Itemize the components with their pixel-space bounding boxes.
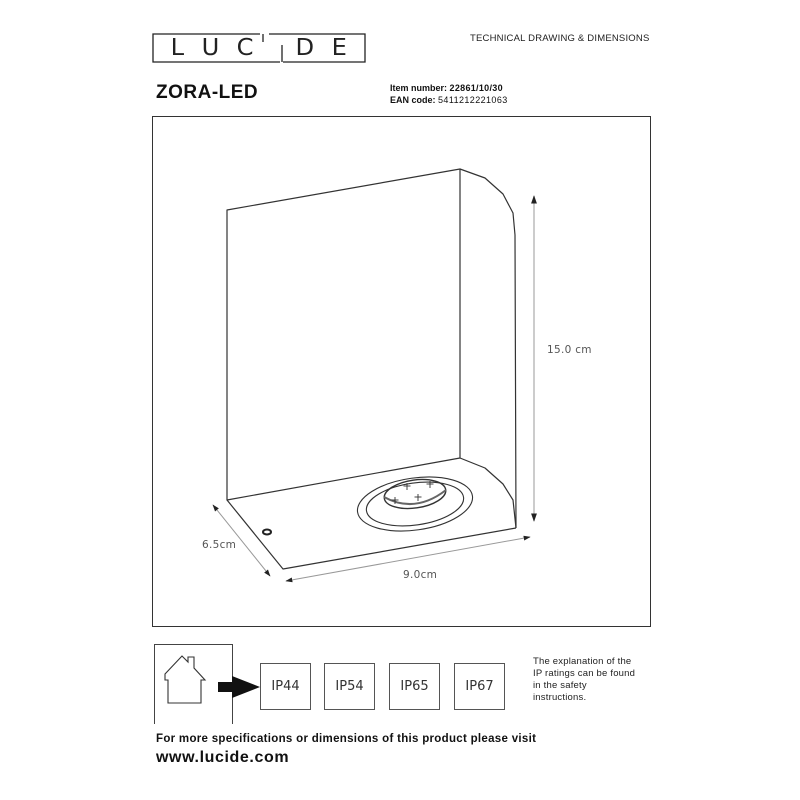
product-meta: Item number: 22861/10/30 EAN code: 54112… [390,82,508,106]
depth-dimension-label: 6.5cm [202,539,237,551]
item-number-label: Item number: [390,83,448,93]
item-number-row: Item number: 22861/10/30 [390,82,508,94]
note-line: The explanation of the [533,656,632,667]
house-icon [164,655,207,704]
footer-text: For more specifications or dimensions of… [156,733,537,745]
item-number-value: 22861/10/30 [449,83,503,93]
note-line: in the safety [533,680,587,691]
brand-logo: L U C i D E [152,33,366,63]
ip-rating-box: IP44 [260,663,311,710]
logo-letter: L [170,35,185,61]
height-dimension-label: 15.0 cm [547,344,592,356]
ean-label: EAN code: [390,95,436,105]
logo-frame [152,33,366,63]
product-name: ZORA-LED [156,82,259,103]
width-dimension-label: 9.0cm [403,569,438,581]
note-line: instructions. [533,692,587,703]
logo-letter: E [331,35,348,61]
logo-letter: U [201,35,220,61]
arrow-right-icon [218,676,260,698]
logo-letters: L U C i D E [152,33,366,63]
ean-row: EAN code: 5411212221063 [390,94,508,106]
ip-rating-box: IP67 [454,663,505,710]
ean-value: 5411212221063 [438,95,508,105]
ip-explanation-note: The explanation of the IP ratings can be… [533,656,653,704]
drawing-frame [152,116,651,627]
document-type: TECHNICAL DRAWING & DIMENSIONS [470,33,650,44]
logo-letter: C [236,35,254,61]
note-line: IP ratings can be found [533,668,636,679]
ip-rating-box: IP54 [324,663,375,710]
website-link[interactable]: www.lucide.com [156,749,290,766]
ip-rating-box: IP65 [389,663,440,710]
logo-letter: D [295,35,315,61]
